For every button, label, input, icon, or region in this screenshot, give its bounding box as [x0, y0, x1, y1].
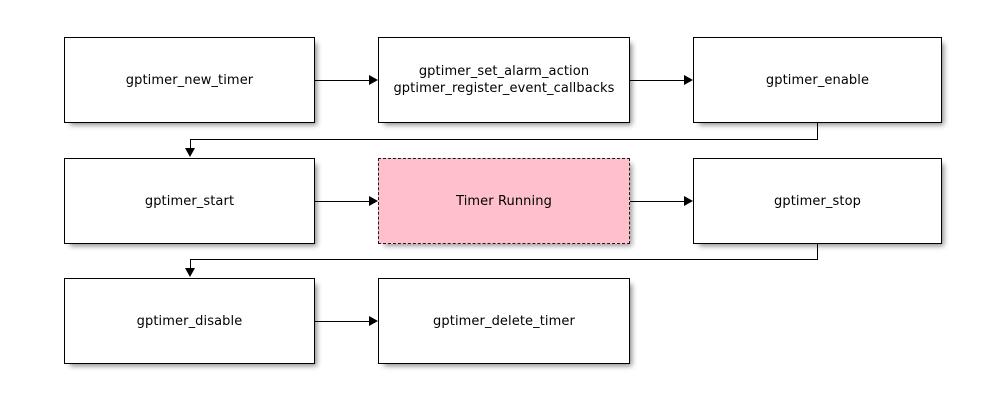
edge-set-alarm-action-to-enable [630, 80, 684, 81]
arrowhead-icon [369, 316, 378, 326]
edge-timer-running-to-stop [630, 201, 684, 202]
edge-stop-to-disable-segment-down [817, 244, 818, 260]
node-label: gptimer_start [144, 193, 235, 209]
node-gptimer-enable[interactable]: gptimer_enable [693, 37, 942, 123]
node-label: Timer Running [456, 193, 552, 209]
arrowhead-icon [185, 148, 195, 157]
edge-enable-to-start-segment-down [817, 123, 818, 140]
node-gptimer-start[interactable]: gptimer_start [64, 158, 315, 244]
edge-start-to-timer-running [315, 201, 369, 202]
edge-enable-to-start-segment-left [190, 139, 818, 140]
node-label: gptimer_delete_timer [433, 313, 575, 329]
node-gptimer-set-alarm-action[interactable]: gptimer_set_alarm_action gptimer_registe… [378, 37, 630, 123]
edge-disable-to-delete-timer [315, 321, 369, 322]
node-label: gptimer_disable [136, 313, 243, 329]
node-label: gptimer_set_alarm_action gptimer_registe… [393, 64, 615, 96]
edge-enable-to-start-segment-drop [190, 139, 191, 150]
node-timer-running[interactable]: Timer Running [378, 158, 630, 244]
node-gptimer-disable[interactable]: gptimer_disable [64, 278, 315, 364]
arrowhead-icon [684, 75, 693, 85]
node-label: gptimer_new_timer [125, 72, 254, 88]
node-gptimer-new-timer[interactable]: gptimer_new_timer [64, 37, 315, 123]
node-label: gptimer_enable [765, 72, 870, 88]
edge-stop-to-disable-segment-left [190, 259, 818, 260]
node-gptimer-stop[interactable]: gptimer_stop [693, 158, 942, 244]
node-label: gptimer_stop [774, 193, 861, 209]
edge-stop-to-disable-segment-drop [190, 259, 191, 270]
arrowhead-icon [369, 196, 378, 206]
edge-new-timer-to-set-alarm-action [315, 80, 369, 81]
arrowhead-icon [369, 75, 378, 85]
arrowhead-icon [684, 196, 693, 206]
arrowhead-icon [185, 268, 195, 277]
node-gptimer-delete-timer[interactable]: gptimer_delete_timer [378, 278, 630, 364]
